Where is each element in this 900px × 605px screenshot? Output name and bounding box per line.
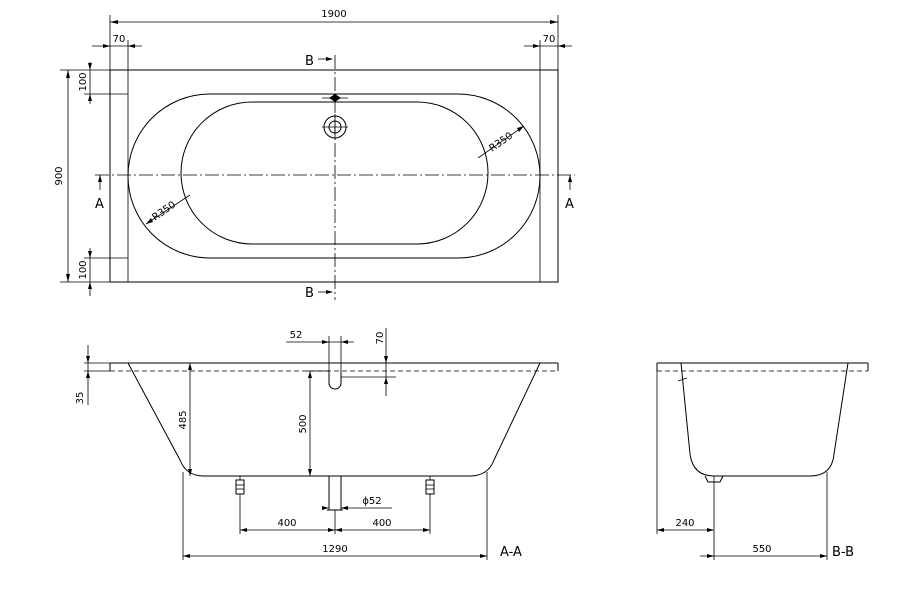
section-bb-view: 240 550 B-B [656, 362, 869, 560]
plan-basin-floor [180, 101, 489, 245]
bb-overflow-tick [677, 377, 688, 382]
section-label-bb: B-B [832, 545, 854, 560]
aa-tub-body [127, 362, 541, 477]
dim-550: 550 [752, 544, 771, 555]
dim-52: 52 [290, 330, 303, 341]
dim-70-overflow: 70 [375, 332, 386, 345]
radius-leader-right [477, 125, 525, 159]
section-marker-b-bottom: B [305, 286, 314, 301]
dim-400-right: 400 [372, 518, 391, 529]
dim-35: 35 [75, 392, 86, 405]
dim-100-bottom: 100 [78, 260, 89, 279]
section-marker-b-top: B [305, 54, 314, 69]
radius-r350-right: R350 [487, 131, 515, 155]
dim-1900: 1900 [321, 9, 346, 20]
aa-foot-right [425, 476, 435, 495]
section-label-aa: A-A [500, 545, 522, 560]
section-aa-view: 35 485 500 52 70 ϕ52 [75, 328, 559, 560]
section-marker-a-left: A [95, 197, 104, 212]
plan-view: 1900 70 70 900 100 100 R3 [54, 9, 575, 301]
dim-70-left: 70 [113, 34, 126, 45]
dim-70-right: 70 [543, 34, 556, 45]
aa-foot-left [235, 476, 245, 495]
dim-500: 500 [298, 414, 309, 433]
aa-overflow-opening [328, 371, 342, 390]
overflow-symbol [322, 94, 348, 102]
dim-900: 900 [54, 166, 65, 185]
plan-outer-rim [109, 69, 559, 283]
dim-1290: 1290 [322, 544, 347, 555]
plan-basin-outer [127, 93, 541, 259]
bb-tub-body [680, 362, 849, 477]
radius-leader-left [145, 194, 191, 225]
dim-240: 240 [675, 518, 694, 529]
dim-400-left: 400 [277, 518, 296, 529]
dim-100-top: 100 [78, 72, 89, 91]
radius-r350-left: R350 [150, 200, 178, 224]
dim-485: 485 [178, 410, 189, 429]
dim-phi52: ϕ52 [362, 496, 381, 507]
section-marker-a-right: A [565, 197, 574, 212]
